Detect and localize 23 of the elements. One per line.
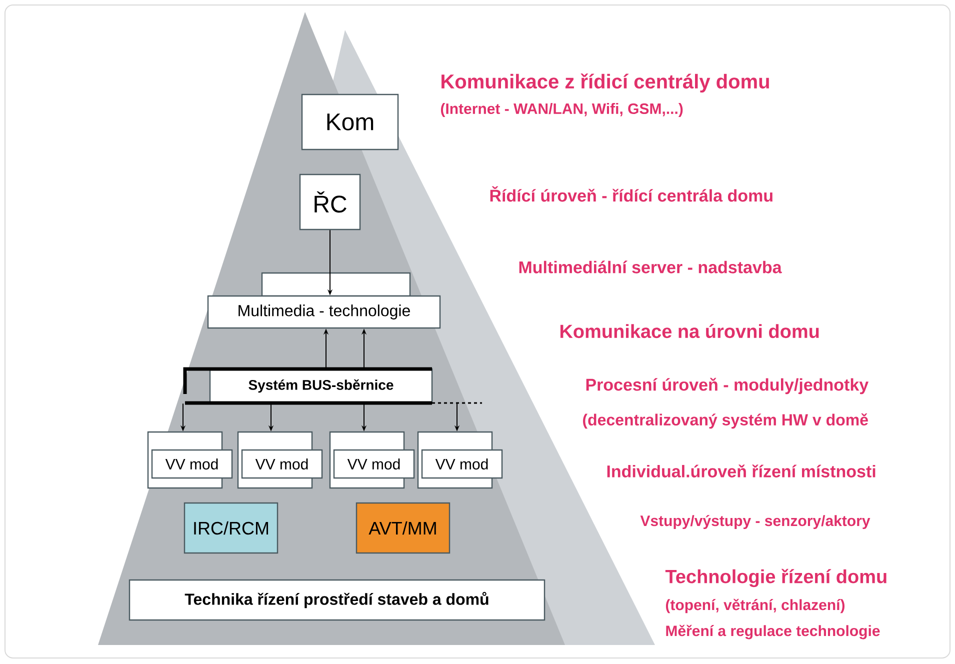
level-label: Individual.úroveň řízení místnosti (603, 462, 880, 480)
block-box: AVT/MM (356, 502, 450, 554)
level-label: Vstupy/výstupy - senzory/aktory (637, 512, 874, 532)
module-box: VV mod (147, 431, 233, 489)
block-box: Kom (301, 94, 399, 150)
level-label: Komunikace na úrovni domu (556, 320, 823, 342)
block-box: IRC/RCM (184, 502, 278, 554)
block-box: Multimedia - technologie (207, 272, 441, 329)
block-box: ŘC (299, 174, 361, 230)
level-label: Technologie řízení domu (662, 566, 891, 590)
level-label: (topení, větrání, chlazení) (662, 596, 848, 616)
module-box: VV mod (417, 431, 503, 489)
module-box: VV mod (237, 431, 323, 489)
level-label: Multimediální server - nadstavba (515, 258, 785, 276)
level-label: Komunikace z řídicí centrály domu (437, 70, 774, 96)
level-label: (decentralizovaný systém HW v domě (579, 410, 872, 432)
level-label: (Internet - WAN/LAN, Wifi, GSM,...) (437, 100, 686, 120)
module-box: VV mod (329, 431, 415, 489)
bus-box: Systém BUS-sběrnice (209, 368, 433, 404)
level-label: Řídící úroveň - řídící centrála domu (486, 183, 777, 205)
level-label: Procesní úroveň - moduly/jednotky (582, 374, 872, 398)
level-label: Měření a regulace technologie (662, 622, 884, 642)
block-box: Technika řízení prostředí staveb a domů (128, 579, 546, 621)
